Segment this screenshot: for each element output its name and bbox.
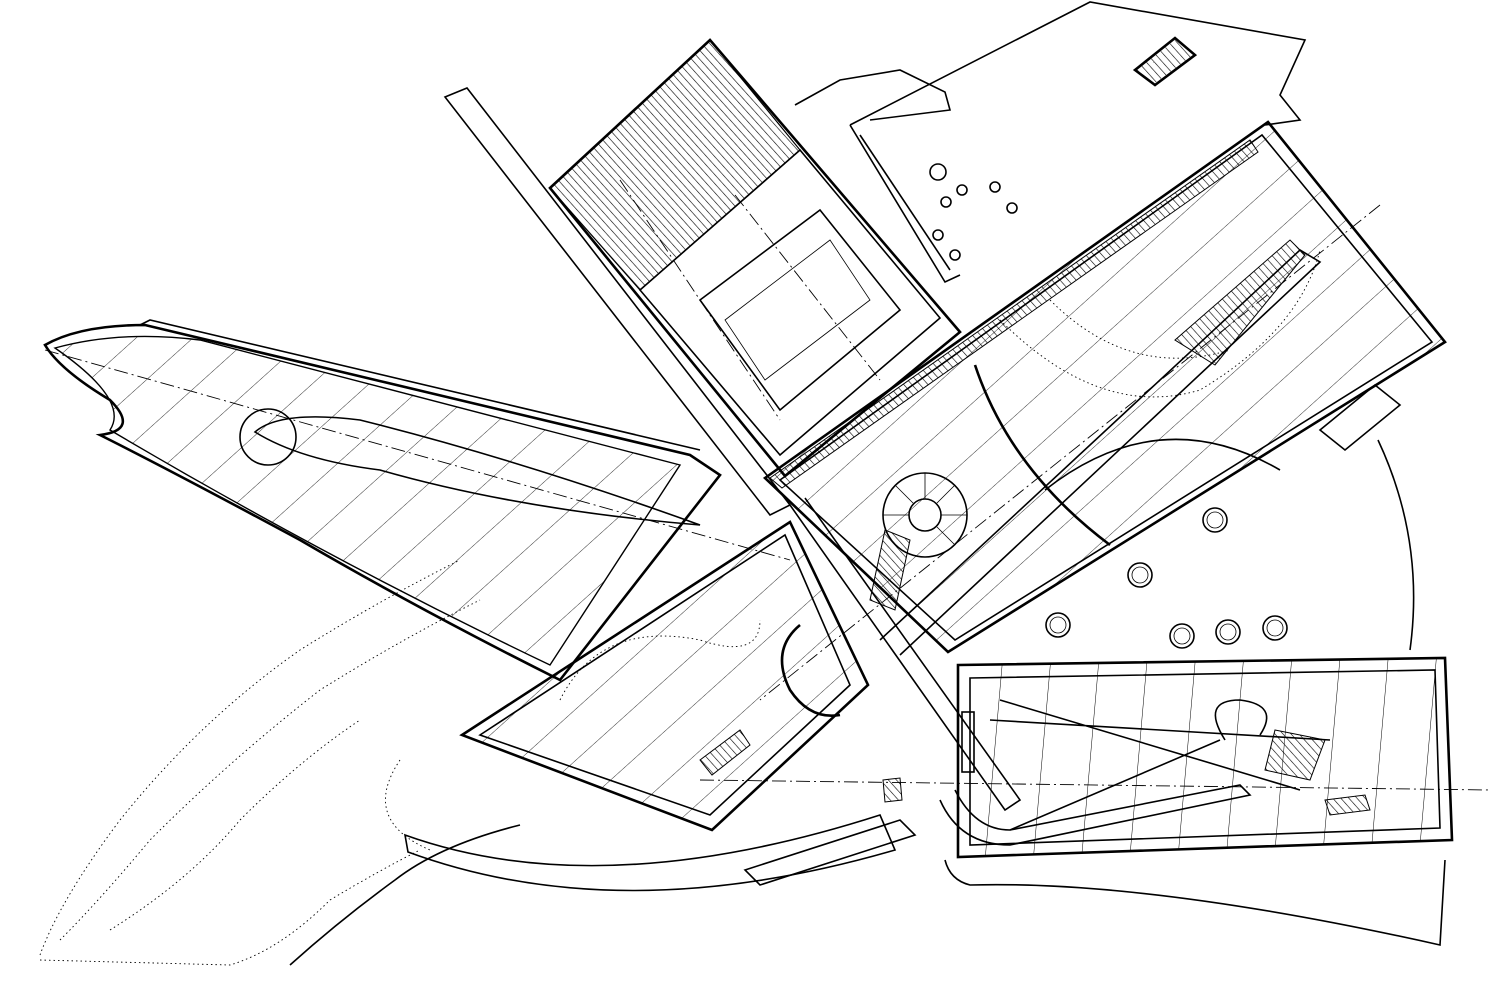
north-courtyard [794,1,1307,284]
southeast-hall [699,656,1491,946]
riverbank-contours [39,559,521,966]
north-hall [548,38,962,478]
east-gallery-wing [759,120,1447,701]
south-walkway [403,777,917,892]
east-arc-path [1377,439,1415,651]
trees [929,163,1288,649]
fish-gallery [43,319,791,682]
south-gallery-wing [459,520,870,832]
